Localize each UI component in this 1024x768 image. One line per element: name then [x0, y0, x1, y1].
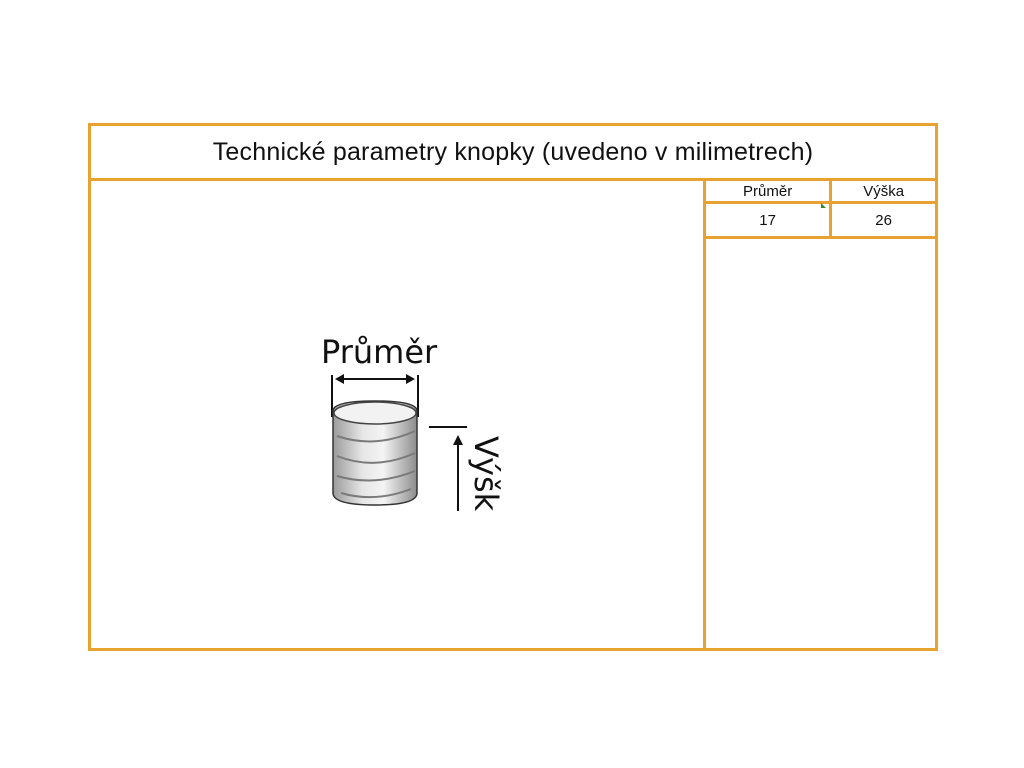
- diameter-arrow-head-left: [335, 374, 344, 384]
- knob-illustration-panel: Průměr Výška: [91, 181, 706, 648]
- parameters-table-panel: Průměr Výška 17 26: [706, 181, 935, 648]
- value-diameter: 17: [706, 201, 833, 239]
- diameter-label: Průměr: [321, 333, 438, 371]
- parameters-frame: Technické parametry knopky (uvedeno v mi…: [88, 123, 938, 651]
- header-height: Výška: [829, 181, 935, 204]
- height-label: Výška: [467, 436, 505, 511]
- knob-top: [333, 401, 417, 425]
- knob-texture: [336, 430, 416, 499]
- value-height: 26: [829, 201, 935, 239]
- page-title: Technické parametry knopky (uvedeno v mi…: [91, 126, 935, 181]
- knob-illustration: Průměr Výška: [321, 333, 505, 511]
- height-arrow-head-top: [453, 435, 463, 445]
- table-row: 17 26: [706, 201, 935, 239]
- parameters-table: Průměr Výška 17 26: [706, 181, 935, 239]
- cell-marker-icon: [821, 203, 826, 208]
- diameter-arrow-head-right: [406, 374, 415, 384]
- table-header-row: Průměr Výška: [706, 181, 935, 204]
- header-diameter: Průměr: [706, 181, 833, 204]
